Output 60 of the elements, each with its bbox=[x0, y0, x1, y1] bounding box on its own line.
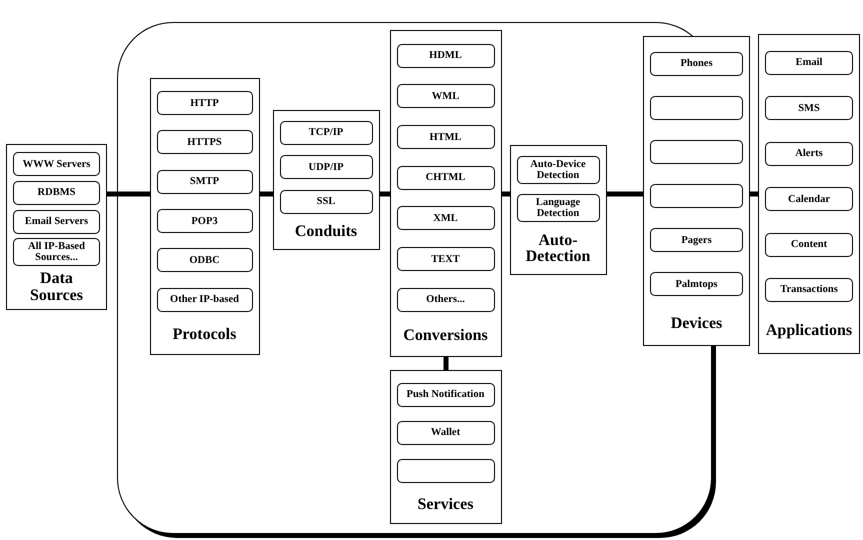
connector-line bbox=[750, 192, 758, 196]
item-box: Language Detection bbox=[516, 194, 600, 222]
group-panel bbox=[390, 30, 502, 356]
item-box: HTML bbox=[396, 125, 494, 150]
item-box: RDBMS bbox=[13, 181, 100, 205]
item-box: CHTML bbox=[396, 166, 494, 190]
group-panel bbox=[758, 34, 860, 354]
connector-line bbox=[607, 192, 643, 196]
connector-line bbox=[260, 192, 273, 196]
item-box: SSL bbox=[280, 190, 372, 214]
item-box: Phones bbox=[650, 52, 743, 76]
connector-line bbox=[107, 192, 150, 196]
item-box: Push Notification bbox=[396, 382, 494, 407]
empty-item-box bbox=[396, 458, 494, 483]
item-box: Calendar bbox=[765, 187, 853, 212]
item-box: Content bbox=[765, 232, 853, 257]
connector-line bbox=[444, 357, 448, 370]
connector-line bbox=[502, 192, 510, 196]
item-box: TEXT bbox=[396, 247, 494, 272]
panel-title: Services bbox=[418, 496, 474, 514]
panel-title: Protocols bbox=[172, 327, 236, 344]
item-box: TCP/IP bbox=[280, 120, 372, 145]
item-box: UDP/IP bbox=[280, 155, 372, 180]
empty-item-box bbox=[650, 96, 743, 120]
group-panel bbox=[150, 78, 260, 354]
empty-item-box bbox=[650, 140, 743, 164]
item-box: SMTP bbox=[156, 170, 252, 194]
empty-item-box bbox=[650, 184, 743, 208]
item-box: Other IP-based bbox=[156, 288, 252, 312]
item-box: ODBC bbox=[156, 248, 252, 272]
item-box: Email bbox=[765, 50, 853, 75]
group-panel bbox=[643, 36, 750, 346]
panel-title: Conversions bbox=[403, 328, 488, 346]
item-box: Transactions bbox=[765, 278, 853, 302]
group-panel bbox=[6, 144, 107, 310]
panel-title: Data Sources bbox=[28, 271, 84, 305]
item-box: Email Servers bbox=[13, 210, 100, 234]
item-box: HDML bbox=[396, 44, 494, 68]
item-box: WML bbox=[396, 84, 494, 108]
panel-title: Conduits bbox=[294, 224, 358, 242]
item-box: WWW Servers bbox=[13, 152, 100, 176]
item-box: All IP-Based Sources... bbox=[13, 238, 100, 266]
item-box: Others... bbox=[396, 288, 494, 312]
panel-title: Applications bbox=[766, 323, 852, 340]
item-box: Auto-Device Detection bbox=[516, 156, 600, 184]
item-box: Palmtops bbox=[650, 272, 743, 296]
panel-title: Devices bbox=[670, 316, 722, 333]
item-box: Alerts bbox=[765, 142, 853, 166]
group-panel bbox=[272, 110, 380, 250]
item-box: Pagers bbox=[650, 228, 743, 252]
group-panel bbox=[390, 370, 502, 524]
item-box: POP3 bbox=[156, 209, 252, 234]
item-box: HTTP bbox=[156, 91, 252, 116]
group-panel bbox=[510, 144, 606, 274]
item-box: HTTPS bbox=[156, 130, 252, 154]
panel-title: Auto-Detection bbox=[524, 232, 592, 266]
connector-line bbox=[380, 192, 390, 196]
item-box: SMS bbox=[765, 96, 853, 120]
item-box: Wallet bbox=[396, 420, 494, 445]
item-box: XML bbox=[396, 206, 494, 230]
